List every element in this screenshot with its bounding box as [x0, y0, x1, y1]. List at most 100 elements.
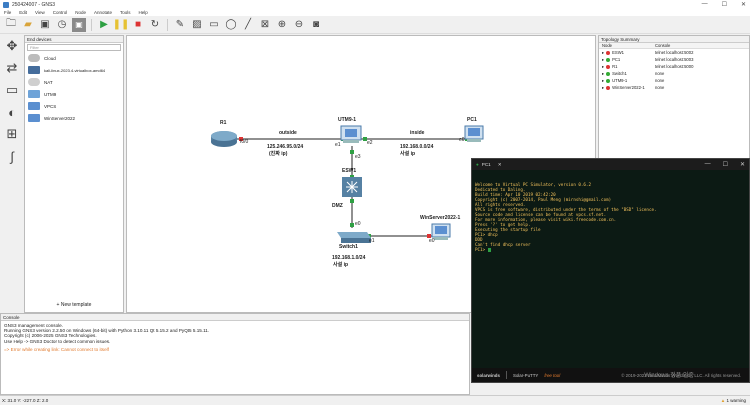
device-item-kali[interactable]: kali-linux-2023.4-virtualbox-amd64 [25, 64, 123, 76]
topology-row-switch1[interactable]: ▸Switch1 none [599, 70, 749, 77]
device-item-vpcs[interactable]: VPCS [25, 100, 123, 112]
draw-line-icon[interactable]: ╱ [244, 19, 252, 30]
putty-terminal-window[interactable]: ●PC1✕ — ☐ ✕ Welcome to Virtual PC Simulato… [471, 158, 750, 383]
expand-arrow-icon[interactable]: ▸ [602, 78, 605, 83]
warning-count: 1 warning [726, 398, 746, 403]
close-button[interactable]: ✕ [740, 2, 746, 8]
topology-links [211, 125, 484, 243]
menu-help[interactable]: Help [138, 10, 148, 15]
expand-arrow-icon[interactable]: ▸ [602, 64, 605, 69]
security-devices-icon[interactable]: ◐ [8, 104, 16, 120]
port-label: e0 [355, 221, 361, 227]
end-devices-icon[interactable]: ▭ [5, 82, 19, 97]
topology-row-pc1[interactable]: ▸PC1 telnet localhost:5003 [599, 56, 749, 63]
port-label: e1 [369, 238, 375, 244]
menu-node[interactable]: Node [75, 10, 86, 15]
maximize-button[interactable]: ☐ [722, 162, 728, 168]
node-label-esw: ESW1 [342, 168, 357, 174]
toolbar-separator [91, 18, 92, 31]
zoom-in-icon[interactable]: ⊕ [277, 19, 287, 30]
menu-view[interactable]: View [35, 10, 45, 15]
close-button[interactable]: ✕ [739, 162, 745, 168]
device-item-label: Cloud [44, 55, 56, 61]
device-item-nat[interactable]: NAT [25, 76, 123, 88]
menu-control[interactable]: Control [52, 10, 68, 15]
reload-icon[interactable]: ↻ [150, 19, 160, 30]
window-title: 250424007 - GNS3 [12, 1, 56, 8]
status-stopped-icon [606, 64, 611, 69]
menu-annotate[interactable]: Annotate [94, 10, 113, 15]
warning-indicator[interactable]: ▲ 1 warning [721, 398, 746, 403]
console-all-icon[interactable]: ▣ [72, 17, 86, 32]
network-subnet-inside: 192.168.0.0/24 [400, 144, 434, 150]
maximize-button[interactable]: ☐ [721, 2, 727, 8]
save-icon[interactable]: ▣ [40, 19, 50, 30]
terminal-line: Build time: Apr 10 2019 02:42:20 [475, 192, 556, 197]
server-icon [431, 223, 451, 240]
expand-arrow-icon[interactable]: ▸ [602, 85, 605, 90]
network-label-outside: outside [279, 130, 297, 136]
new-project-icon[interactable]: 🗀 [6, 18, 16, 29]
footer-copyright: © 2019-2023 SolarWinds Worldwide, LLC. A… [621, 372, 741, 378]
cursor [487, 247, 491, 252]
menu-file[interactable]: File [4, 10, 12, 15]
open-project-icon[interactable]: ▰ [24, 19, 32, 30]
minimize-button[interactable]: — [701, 1, 708, 7]
network-note-outside: (진짜 ip) [269, 151, 288, 157]
edit-note-icon[interactable]: ✎ [175, 19, 185, 30]
footer-brand: solarwinds [477, 372, 500, 378]
expand-arrow-icon[interactable]: ▸ [602, 71, 605, 76]
expand-arrow-icon[interactable]: ▸ [602, 50, 605, 55]
topology-summary-title: Topology Summary [599, 36, 749, 43]
node-label-r1: R1 [220, 120, 227, 126]
expand-arrow-icon[interactable]: ▸ [602, 57, 605, 62]
console-line: Running GNS3 version 2.2.50 on Windows (… [4, 328, 210, 334]
port-dot-r1 [239, 137, 243, 141]
device-item-utm9[interactable]: UTM9 [25, 88, 123, 100]
menu-edit[interactable]: Edit [19, 10, 28, 15]
node-label-pc1: PC1 [467, 117, 477, 123]
session-tab-pc1[interactable]: ●PC1✕ [476, 162, 502, 168]
start-icon[interactable]: ▶ [100, 19, 108, 30]
terminal-line: Dedicated to Daling. [475, 187, 526, 192]
device-item-winserver[interactable]: WinServer2022 [25, 112, 123, 124]
minimize-button[interactable]: — [704, 161, 711, 167]
stop-icon[interactable]: ■ [134, 19, 142, 30]
device-item-label: UTM9 [44, 91, 57, 97]
node-label-utm: UTM9-1 [338, 117, 357, 123]
zoom-out-icon[interactable]: ⊖ [294, 19, 304, 30]
status-stopped-icon [606, 85, 611, 90]
screenshot-icon[interactable]: ◙ [312, 19, 320, 30]
topology-row-utm9[interactable]: ▸UTM9-1 none [599, 77, 749, 84]
vm-icon [28, 66, 40, 74]
terminal-line: VPCS is free software, distributed under… [475, 207, 657, 212]
node-label-switch: Switch1 [339, 244, 358, 250]
port-dot-utm-e2 [363, 137, 367, 141]
topology-row-r1[interactable]: ▸R1 telnet localhost:5000 [599, 63, 749, 70]
draw-ellipse-icon[interactable]: ◯ [225, 19, 237, 30]
topology-row-winserver[interactable]: ▸WinServer2022-1 none [599, 84, 749, 91]
menu-tools[interactable]: Tools [120, 10, 131, 15]
new-template-button[interactable]: + New template [56, 302, 92, 308]
switches-icon[interactable]: ⇄ [6, 60, 18, 75]
snapshot-icon[interactable]: ◷ [57, 19, 67, 30]
terminal-prompt: PC1> [475, 247, 488, 252]
device-filter-input[interactable]: Filter [27, 44, 121, 51]
computer-icon [28, 114, 40, 122]
footer-product: Solar-PuTTY [512, 372, 539, 378]
pause-icon[interactable]: ❚❚ [112, 19, 130, 30]
add-link-icon[interactable]: ∫ [10, 148, 14, 164]
all-devices-icon[interactable]: ⊞ [6, 126, 18, 141]
node-console: telnet localhost:5002 [655, 50, 694, 55]
routers-icon[interactable]: ✥ [6, 38, 18, 53]
insert-image-icon[interactable]: ▨ [192, 19, 202, 30]
terminal-line: Press '?' to get help. [475, 222, 531, 227]
draw-rectangle-icon[interactable]: ▭ [209, 19, 219, 30]
terminal-output[interactable]: Welcome to Virtual PC Simulator, version… [472, 170, 749, 252]
device-item-cloud[interactable]: Cloud [25, 52, 123, 64]
lock-icon[interactable]: ⊠ [260, 19, 270, 30]
close-tab-icon[interactable]: ✕ [497, 161, 502, 167]
cursor-coordinates: X: 31.0 Y: -227.0 Z: 2.0 [2, 398, 49, 403]
switch-icon [337, 232, 371, 243]
topology-row-esw1[interactable]: ▸ESW1 telnet localhost:5002 [599, 49, 749, 56]
